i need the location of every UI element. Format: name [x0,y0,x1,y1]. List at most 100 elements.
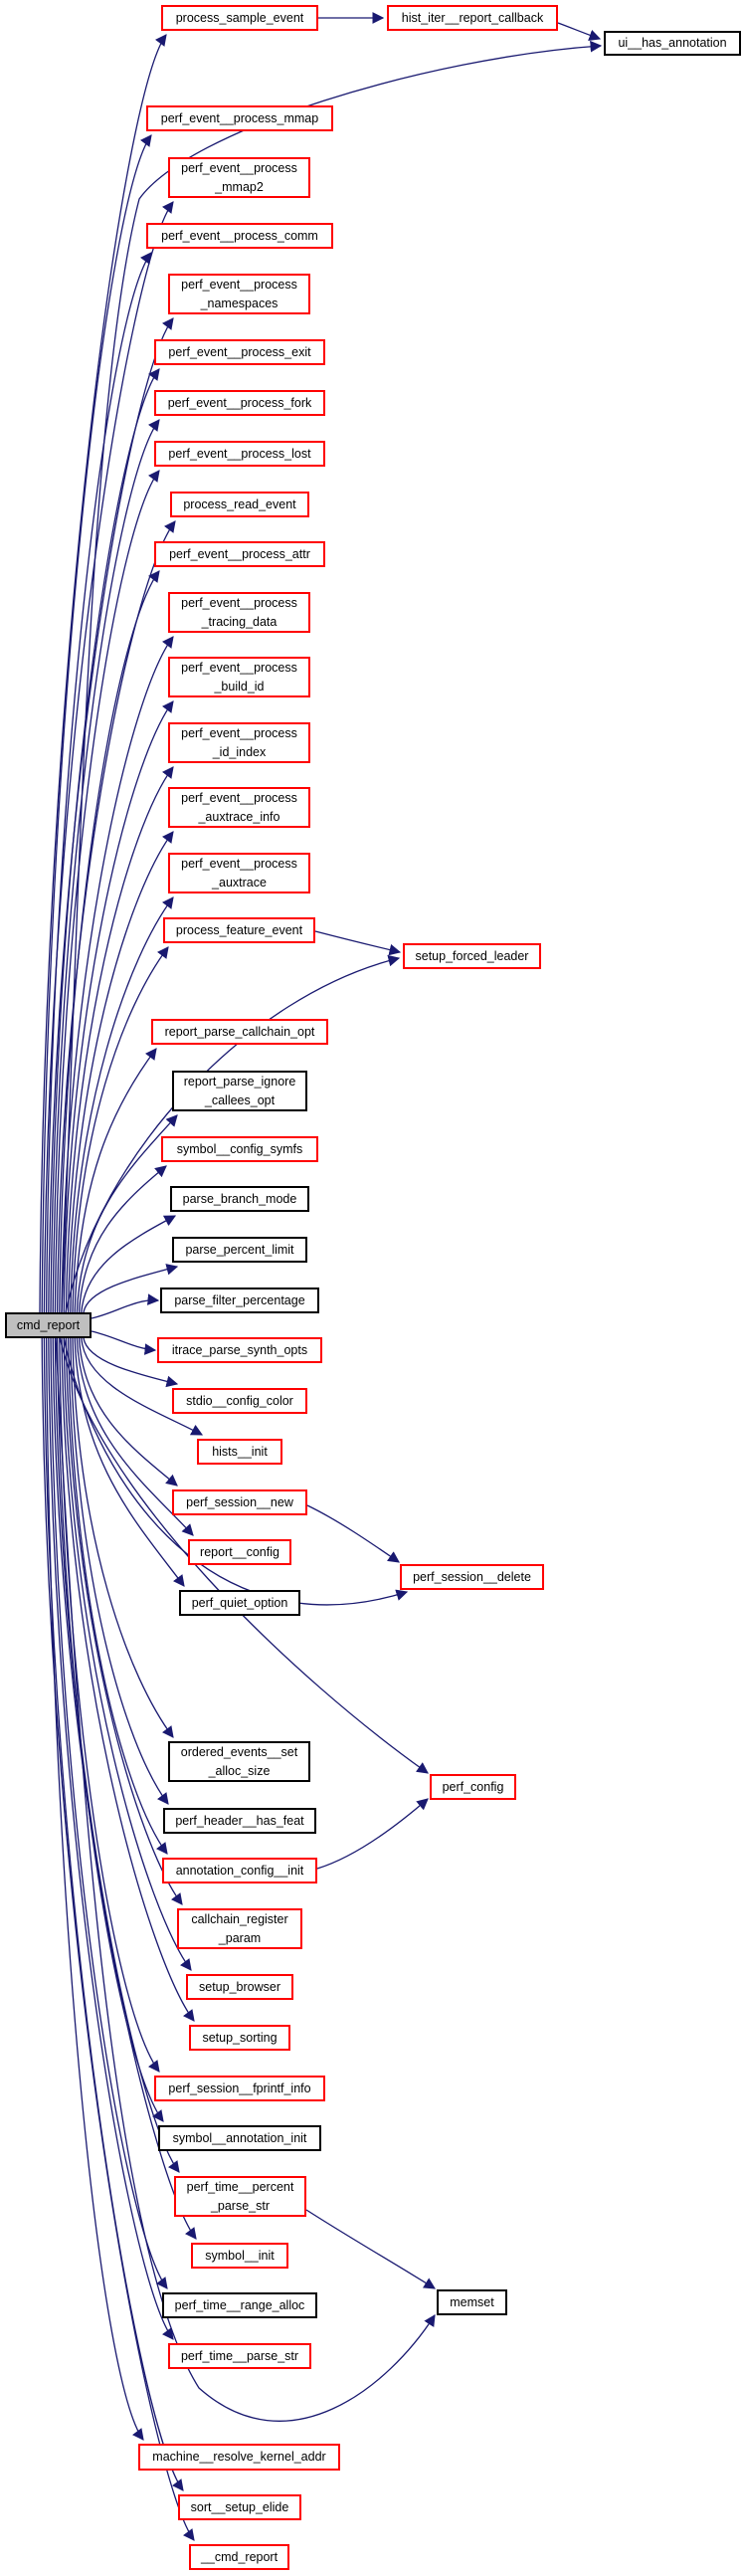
graph-node-label: perf_config [442,1779,504,1794]
graph-node-label: report__config [200,1544,279,1559]
graph-node-perf_session__delete[interactable]: perf_session__delete [400,1564,544,1590]
graph-node-cmd_report: cmd_report [5,1312,92,1338]
graph-node-label: setup_sorting [202,2030,278,2045]
graph-node-perf_event__process_namespaces[interactable]: perf_event__process _namespaces [168,274,310,314]
graph-node-label: perf_event__process_mmap [160,110,319,125]
graph-node-label: callchain_register _param [191,1912,288,1945]
graph-node-label: perf_event__process_fork [167,395,312,410]
graph-node-symbol__annotation_init[interactable]: symbol__annotation_init [158,2125,321,2151]
graph-node-process_feature_event[interactable]: process_feature_event [163,917,315,943]
graph-node-hists__init[interactable]: hists__init [197,1439,282,1465]
call-edge-cmd_report-to-perf_event__process_lost [54,470,160,1313]
graph-node-perf_quiet_option[interactable]: perf_quiet_option [179,1590,300,1616]
call-edge-cmd_report-to-perf_event__process_build_id [63,700,174,1313]
graph-node-perf_event__process_id_index[interactable]: perf_event__process _id_index [168,722,310,763]
graph-node-label: perf_time__range_alloc [174,2297,305,2312]
call-edge-cmd_report-to-perf_event__process_comm [45,252,152,1313]
call-edge-cmd_report-to-perf_event__process_namespaces [48,317,174,1313]
graph-node-setup_browser[interactable]: setup_browser [186,1974,293,2000]
graph-node-ordered_events__set_alloc_size[interactable]: ordered_events__set _alloc_size [168,1741,310,1782]
graph-node-perf_event__process_fork[interactable]: perf_event__process_fork [154,390,325,416]
graph-node-label: perf_session__fprintf_info [168,2081,311,2095]
graph-node-__cmd_report[interactable]: __cmd_report [189,2544,289,2570]
graph-node-callchain_register_param[interactable]: callchain_register _param [177,1908,302,1949]
graph-node-perf_session__new[interactable]: perf_session__new [172,1489,307,1515]
graph-node-itrace_parse_synth_opts[interactable]: itrace_parse_synth_opts [157,1337,322,1363]
graph-node-perf_time__percent_parse_str[interactable]: perf_time__percent _parse_str [174,2176,306,2217]
call-edge-cmd_report-to-perf_event__process_tracing_data [61,636,174,1313]
graph-node-perf_event__process_mmap2[interactable]: perf_event__process _mmap2 [168,157,310,198]
graph-node-label: hists__init [212,1444,268,1459]
graph-node-perf_event__process_comm[interactable]: perf_event__process_comm [146,223,333,249]
graph-node-label: parse_filter_percentage [174,1292,305,1307]
graph-node-label: perf_event__process_exit [168,344,311,359]
graph-node-perf_session__fprintf_info[interactable]: perf_session__fprintf_info [154,2076,325,2101]
graph-node-annotation_config__init[interactable]: annotation_config__init [162,1858,317,1883]
call-edge-cmd_report-to-report_parse_callchain_opt [74,1048,157,1313]
graph-node-perf_time__range_alloc[interactable]: perf_time__range_alloc [162,2292,317,2318]
call-edge-cmd_report-to-perf_time__parse_str [48,1337,174,2340]
graph-node-report__config[interactable]: report__config [188,1539,291,1565]
graph-node-perf_time__parse_str[interactable]: perf_time__parse_str [168,2343,311,2369]
call-edge-cmd_report-to-parse_percent_limit [83,1264,179,1313]
graph-node-parse_percent_limit[interactable]: parse_percent_limit [172,1237,307,1263]
graph-node-hist_iter__report_callback[interactable]: hist_iter__report_callback [387,5,558,31]
graph-node-label: annotation_config__init [175,1863,304,1878]
graph-node-memset[interactable]: memset [437,2289,507,2315]
call-edge-cmd_report-to-perf_config [59,1336,429,1774]
graph-node-setup_forced_leader[interactable]: setup_forced_leader [403,943,541,969]
graph-node-symbol__init[interactable]: symbol__init [191,2243,288,2269]
graph-node-label: symbol__config_symfs [176,1141,303,1156]
graph-node-perf_event__process_lost[interactable]: perf_event__process_lost [154,441,325,467]
graph-node-ui__has_annotation[interactable]: ui__has_annotation [604,31,741,56]
graph-node-perf_config[interactable]: perf_config [430,1774,516,1800]
graph-node-perf_event__process_build_id[interactable]: perf_event__process _build_id [168,657,310,697]
call-edge-cmd_report-to-ui__has_annotation [61,40,603,1313]
graph-node-perf_event__process_tracing_data[interactable]: perf_event__process _tracing_data [168,592,310,633]
graph-node-label: perf_event__process _auxtrace_info [181,791,297,824]
graph-node-report_parse_ignore_callees_opt[interactable]: report_parse_ignore _callees_opt [172,1071,307,1111]
call-edge-cmd_report-to-perf_session__new [78,1337,178,1486]
call-edge-cmd_report-to-__cmd_report [41,1337,195,2541]
call-edge-cmd_report-to-perf_event__process_auxtrace_info [67,831,174,1313]
call-edge-perf_time__percent_parse_str-to-memset [305,2209,436,2289]
graph-node-process_sample_event[interactable]: process_sample_event [161,5,318,31]
graph-node-perf_event__process_auxtrace_info[interactable]: perf_event__process _auxtrace_info [168,787,310,828]
graph-node-perf_event__process_mmap[interactable]: perf_event__process_mmap [146,105,333,131]
call-edge-cmd_report-to-perf_event__process_id_index [65,766,174,1313]
graph-node-label: perf_session__delete [413,1569,531,1584]
graph-node-symbol__config_symfs[interactable]: symbol__config_symfs [161,1136,318,1162]
graph-node-label: perf_quiet_option [191,1595,288,1610]
graph-node-perf_header__has_feat[interactable]: perf_header__has_feat [163,1808,316,1834]
graph-node-perf_event__process_auxtrace[interactable]: perf_event__process _auxtrace [168,853,310,893]
graph-node-label: perf_event__process _build_id [181,661,297,694]
call-edge-cmd_report-to-ordered_events__set_alloc_size [72,1337,174,1738]
graph-node-sort__setup_elide[interactable]: sort__setup_elide [178,2494,301,2520]
graph-node-label: symbol__annotation_init [172,2130,307,2145]
call-edge-cmd_report-to-symbol__config_symfs [78,1165,167,1313]
graph-node-machine__resolve_kernel_addr[interactable]: machine__resolve_kernel_addr [138,2444,340,2471]
graph-node-perf_event__process_exit[interactable]: perf_event__process_exit [154,339,325,365]
graph-node-report_parse_callchain_opt[interactable]: report_parse_callchain_opt [151,1019,328,1045]
graph-node-label: process_sample_event [175,10,304,25]
call-edge-cmd_report-to-parse_branch_mode [81,1215,177,1313]
graph-node-process_read_event[interactable]: process_read_event [170,492,309,517]
call-edge-cmd_report-to-itrace_parse_synth_opts [91,1330,157,1355]
graph-node-stdio__config_color[interactable]: stdio__config_color [172,1388,307,1414]
call-edge-cmd_report-to-perf_event__process_fork [52,419,160,1313]
graph-node-setup_sorting[interactable]: setup_sorting [189,2025,290,2051]
graph-node-parse_filter_percentage[interactable]: parse_filter_percentage [160,1288,319,1313]
call-edge-cmd_report-to-perf_event__process_exit [50,368,160,1313]
call-edge-cmd_report-to-process_feature_event [72,946,169,1313]
call-edge-cmd_report-to-annotation_config__init [67,1337,168,1855]
graph-node-label: perf_session__new [186,1494,293,1509]
graph-node-perf_event__process_attr[interactable]: perf_event__process_attr [154,541,325,567]
graph-node-parse_branch_mode[interactable]: parse_branch_mode [170,1186,309,1212]
graph-node-label: perf_time__parse_str [180,2348,299,2363]
graph-node-label: perf_event__process_comm [161,228,318,243]
graph-node-label: itrace_parse_synth_opts [171,1342,308,1357]
graph-node-label: perf_event__process _tracing_data [181,596,297,629]
graph-node-label: sort__setup_elide [190,2499,289,2514]
graph-node-label: ui__has_annotation [618,36,727,51]
